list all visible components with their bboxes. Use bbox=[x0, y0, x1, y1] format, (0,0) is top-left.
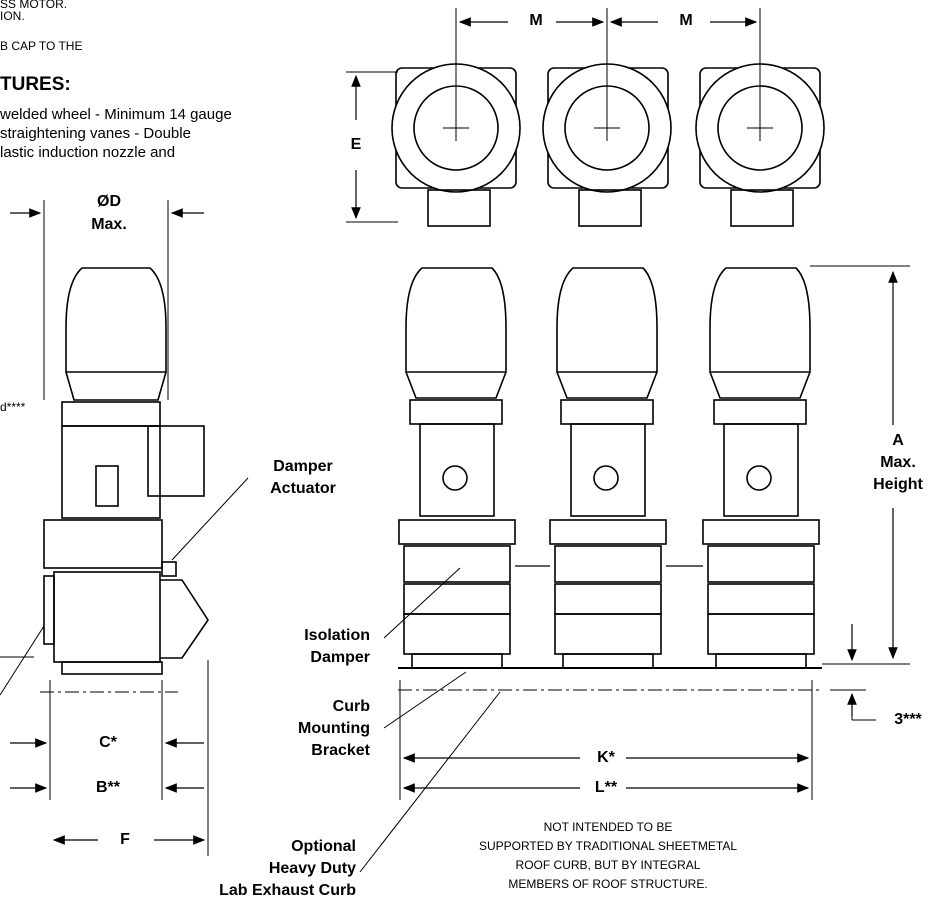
dimension-a-max: Max. bbox=[880, 454, 916, 471]
callout-curb-line-1: Curb bbox=[332, 698, 370, 715]
callout-curb-line-3: Bracket bbox=[311, 742, 370, 759]
features-line-3: lastic induction nozzle and bbox=[0, 144, 176, 161]
callout-optional-line-2: Heavy Duty bbox=[268, 860, 356, 877]
dimension-m-2: M bbox=[679, 12, 693, 29]
callout-damper-actuator: Damper Actuator bbox=[248, 456, 358, 500]
callout-isolation-damper-line-1: Isolation bbox=[304, 627, 370, 644]
dimension-a: A bbox=[892, 432, 904, 449]
front-elevation bbox=[359, 265, 910, 873]
callout-curb-mounting-bracket: Curb Mounting Bracket bbox=[240, 696, 370, 762]
dimension-b: B** bbox=[95, 779, 120, 796]
dimension-e: E bbox=[350, 136, 362, 153]
callout-damper-actuator-line-1: Damper bbox=[273, 458, 333, 475]
dimension-d-label: ØD bbox=[97, 193, 121, 210]
elevation-unit-3 bbox=[702, 267, 820, 669]
disclaimer-line-2: SUPPORTED BY TRADITIONAL SHEETMETAL bbox=[478, 839, 738, 853]
dimension-k: K* bbox=[597, 749, 615, 766]
elevation-unit-2 bbox=[549, 267, 667, 669]
callout-optional-line-3: Lab Exhaust Curb bbox=[219, 882, 356, 899]
callout-optional-line-1: Optional bbox=[291, 838, 356, 855]
callout-isolation-damper-line-2: Damper bbox=[310, 649, 370, 666]
callout-isolation-damper: Isolation Damper bbox=[240, 625, 370, 669]
dimension-c: C* bbox=[99, 734, 117, 751]
dimension-d-max: Max. bbox=[91, 216, 127, 233]
features-title: TURES: bbox=[0, 74, 71, 95]
dimension-3: 3*** bbox=[894, 711, 922, 728]
dimension-f: F bbox=[120, 831, 130, 848]
cut-label: d**** bbox=[0, 400, 26, 414]
dimension-m-1: M bbox=[529, 12, 543, 29]
plan-unit-2 bbox=[542, 63, 672, 227]
callout-optional-curb: Optional Heavy Duty Lab Exhaust Curb bbox=[170, 836, 356, 902]
disclaimer-line-4: MEMBERS OF ROOF STRUCTURE. bbox=[508, 877, 708, 891]
features-line-2: straightening vanes - Double bbox=[0, 125, 191, 142]
structural-disclaimer: NOT INTENDED TO BE SUPPORTED BY TRADITIO… bbox=[438, 818, 778, 894]
dimension-l: L** bbox=[594, 779, 618, 796]
note-line-3: B CAP TO THE bbox=[0, 39, 83, 53]
callout-damper-actuator-line-2: Actuator bbox=[270, 480, 336, 497]
top-plan-view bbox=[346, 8, 825, 227]
callout-curb-line-2: Mounting bbox=[298, 720, 370, 737]
disclaimer-line-3: ROOF CURB, BUT BY INTEGRAL bbox=[515, 858, 701, 872]
features-line-1: welded wheel - Minimum 14 gauge bbox=[0, 106, 232, 123]
side-elevation bbox=[0, 200, 249, 856]
note-line-1: SS MOTOR. bbox=[0, 0, 68, 11]
note-line-2: ION. bbox=[0, 9, 25, 23]
disclaimer-line-1: NOT INTENDED TO BE bbox=[543, 820, 673, 834]
dimension-a-height: Height bbox=[873, 476, 923, 493]
